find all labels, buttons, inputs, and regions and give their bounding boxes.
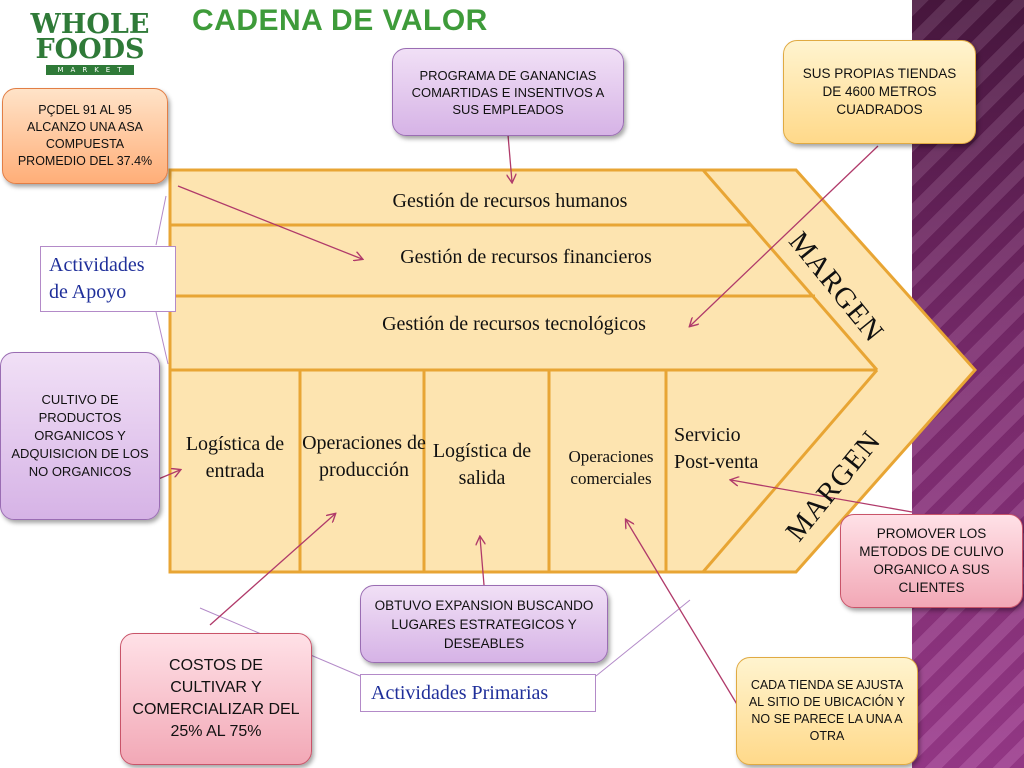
arrow-programa	[508, 134, 512, 182]
primary-guide-line-2	[595, 599, 691, 677]
arrow-costos	[209, 514, 335, 626]
callout-pcdel: PÇDEL 91 AL 95 ALCANZO UNA ASA COMPUESTA…	[2, 88, 168, 184]
logo-line-3: MARKET	[45, 64, 135, 75]
support-activities-label: Actividades de Apoyo	[40, 246, 176, 312]
whole-foods-logo: WHOLE FOODS MARKET	[14, 8, 166, 78]
arrow-cada-tienda	[626, 520, 739, 707]
logo-line-2: FOODS	[35, 33, 145, 65]
arrow-expansion	[480, 537, 484, 586]
support-guide-line-2	[155, 311, 169, 365]
callout-cada-tienda: CADA TIENDA SE AJUSTA AL SITIO DE UBICAC…	[736, 657, 918, 765]
arrow-promover	[731, 480, 913, 513]
primary-activity-outbound-logistics: Logística de salida	[432, 440, 532, 489]
arrow-pcdel	[177, 185, 362, 259]
support-activity-finance: Gestión de recursos financieros	[400, 246, 652, 268]
callout-cultivo: CULTIVO DE PRODUCTOS ORGANICOS Y ADQUISI…	[0, 352, 160, 520]
support-activity-technology: Gestión de recursos tecnológicos	[382, 313, 646, 335]
margin-slant-top	[701, 169, 879, 371]
margin-slant-bottom	[701, 369, 879, 573]
support-activity-hr: Gestión de recursos humanos	[392, 190, 628, 212]
support-guide-line-1	[155, 195, 167, 246]
primary-activities-label: Actividades Primarias	[360, 674, 596, 712]
arrow-tiendas	[690, 145, 879, 326]
callout-expansion: OBTUVO EXPANSION BUSCANDO LUGARES ESTRAT…	[360, 585, 608, 663]
callout-programa: PROGRAMA DE GANANCIAS COMARTIDAS E INSEN…	[392, 48, 624, 136]
primary-activity-after-sales: Servicio Post-venta	[674, 424, 759, 473]
primary-activity-inbound-logistics: Logística de entrada	[185, 433, 285, 482]
primary-activity-commercial: Operaciones comerciales	[568, 447, 654, 488]
callout-costos: COSTOS DE CULTIVAR Y COMERCIALIZAR DEL 2…	[120, 633, 312, 765]
callout-promover: PROMOVER LOS METODOS DE CULIVO ORGANICO …	[840, 514, 1023, 608]
callout-tiendas: SUS PROPIAS TIENDAS DE 4600 METROS CUADR…	[783, 40, 976, 144]
page-title: CADENA DE VALOR	[192, 4, 488, 37]
primary-activity-production: Operaciones de producción	[302, 432, 426, 481]
logo-line-1: WHOLE	[30, 8, 150, 40]
